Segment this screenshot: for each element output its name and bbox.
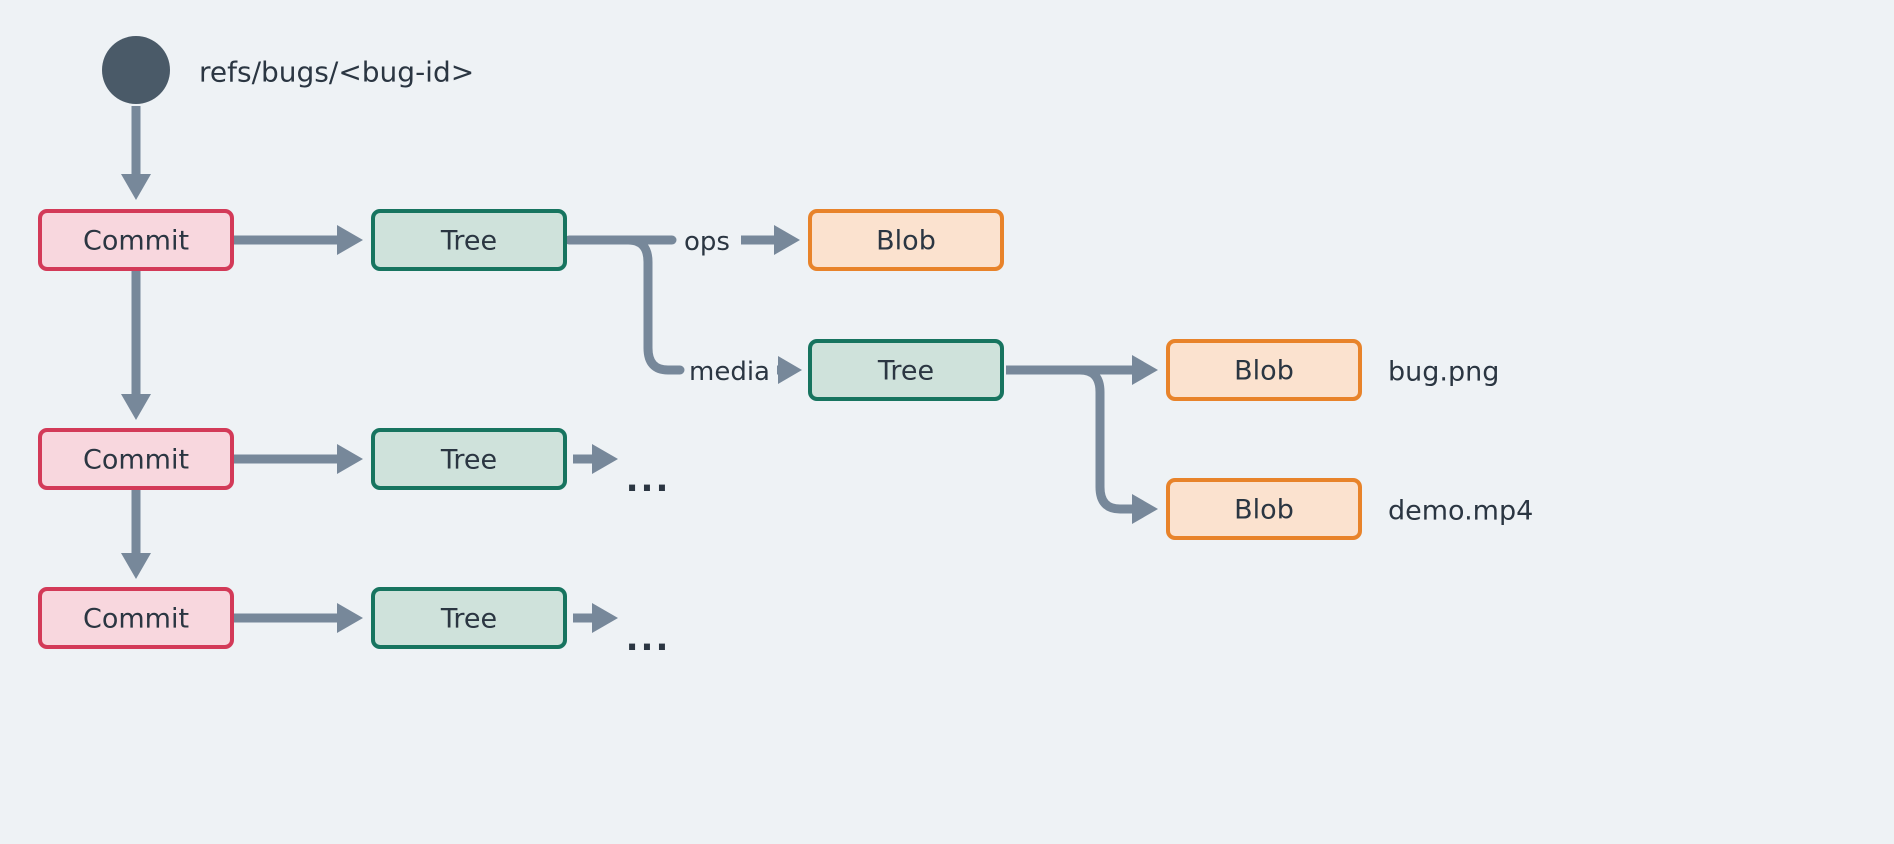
- edge-commit-3-to-tree-3: [232, 603, 363, 633]
- node-tree-3-label: Tree: [440, 604, 497, 635]
- arrow-head-icon: [778, 356, 802, 384]
- node-tree-1-label: Tree: [440, 226, 497, 257]
- node-commit-3[interactable]: Commit: [38, 587, 234, 649]
- arrow-head-icon: [1132, 355, 1158, 385]
- arrow-head-icon: [121, 394, 151, 420]
- node-blob-ops-label: Blob: [876, 226, 936, 257]
- edge-tree-1-to-media-label: [623, 235, 685, 375]
- arrow-head-icon: [121, 174, 151, 200]
- edge-tree-media-to-blob-demo-mp4: [1075, 365, 1158, 524]
- edge-media-to-tree-media: [777, 356, 802, 384]
- ellipsis-tree-2: ...: [626, 460, 671, 500]
- arrow-head-icon: [592, 444, 618, 474]
- arrow-head-icon: [774, 225, 800, 255]
- edge-commit-2-to-tree-2: [232, 444, 363, 474]
- node-blob-demo-mp4-label: Blob: [1234, 495, 1294, 526]
- file-label-bug-png: bug.png: [1388, 357, 1499, 388]
- arrow-head-icon: [337, 603, 363, 633]
- arrow-head-icon: [337, 444, 363, 474]
- node-commit-1-label: Commit: [83, 226, 189, 257]
- ref-root-circle[interactable]: [102, 36, 170, 104]
- node-tree-media[interactable]: Tree: [808, 339, 1004, 401]
- edge-tree-2-to-ellipsis: [573, 444, 618, 474]
- node-blob-demo-mp4[interactable]: Blob: [1166, 478, 1362, 540]
- edge-label-media: media: [689, 357, 770, 387]
- arrow-head-icon: [121, 553, 151, 579]
- edge-tree-media-to-blob-bug-png: [1006, 355, 1158, 385]
- node-commit-3-label: Commit: [83, 604, 189, 635]
- edge-commit-1-to-tree-1: [232, 225, 363, 255]
- node-tree-2[interactable]: Tree: [371, 428, 567, 490]
- arrow-head-icon: [1132, 494, 1158, 524]
- node-commit-2-label: Commit: [83, 445, 189, 476]
- file-label-demo-mp4: demo.mp4: [1388, 496, 1533, 527]
- edge-tree-3-to-ellipsis: [573, 603, 618, 633]
- node-blob-ops[interactable]: Blob: [808, 209, 1004, 271]
- node-blob-bug-png-label: Blob: [1234, 356, 1294, 387]
- node-commit-1[interactable]: Commit: [38, 209, 234, 271]
- edge-commit-2-to-commit-3: [121, 488, 151, 579]
- arrow-head-icon: [337, 225, 363, 255]
- arrow-head-icon: [592, 603, 618, 633]
- node-tree-1[interactable]: Tree: [371, 209, 567, 271]
- edge-ref-to-commit-1: [121, 106, 151, 200]
- edge-ops-to-blob: [741, 225, 800, 255]
- node-commit-2[interactable]: Commit: [38, 428, 234, 490]
- node-tree-2-label: Tree: [440, 445, 497, 476]
- node-tree-3[interactable]: Tree: [371, 587, 567, 649]
- edge-label-ops: ops: [684, 227, 730, 257]
- edge-commit-1-to-commit-2: [121, 269, 151, 420]
- ref-label: refs/bugs/<bug-id>: [199, 56, 474, 89]
- ellipsis-tree-3: ...: [626, 619, 671, 659]
- node-blob-bug-png[interactable]: Blob: [1166, 339, 1362, 401]
- node-tree-media-label: Tree: [877, 356, 934, 387]
